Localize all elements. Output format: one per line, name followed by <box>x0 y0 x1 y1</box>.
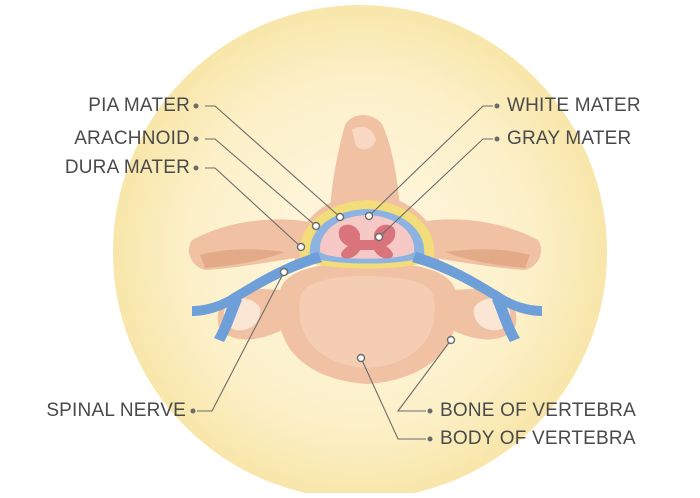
white-mater-leader <box>368 105 493 217</box>
right-nerve-branch <box>492 296 520 342</box>
vertebral-body-shade <box>299 276 435 368</box>
arachnoid-leader <box>205 138 317 227</box>
gray-mater-leader <box>378 138 493 238</box>
left-nerve-branch <box>214 296 242 342</box>
label-dura-mater: DURA MATER <box>64 157 190 178</box>
leader-lines <box>197 105 493 440</box>
dura-mater-leader <box>205 167 302 248</box>
bone-of-vertebra-leader <box>396 339 452 412</box>
label-pia-mater: PIA MATER <box>88 95 190 116</box>
right-process-shadow <box>445 249 530 268</box>
label-body-of-vertebra: BODY OF VERTEBRA <box>440 428 636 449</box>
left-spinal-nerve <box>192 252 322 316</box>
spinous-process <box>330 115 400 210</box>
label-gray-mater: GRAY MATER <box>507 128 632 149</box>
body-of-vertebra-leader <box>360 357 426 440</box>
leader-dots <box>190 103 500 442</box>
label-bone-of-vertebra: BONE OF VERTEBRA <box>440 400 637 421</box>
right-spinal-nerve <box>412 252 542 316</box>
pia-mater-leader <box>205 105 341 218</box>
label-spinal-nerve: SPINAL NERVE <box>46 400 186 421</box>
left-process-shadow <box>200 249 285 268</box>
gray-matter <box>338 224 396 259</box>
label-arachnoid: ARACHNOID <box>74 128 190 149</box>
spinous-process-highlight <box>352 126 376 150</box>
label-white-mater: WHITE MATER <box>507 95 641 116</box>
spinal-nerve-leader <box>197 271 285 412</box>
